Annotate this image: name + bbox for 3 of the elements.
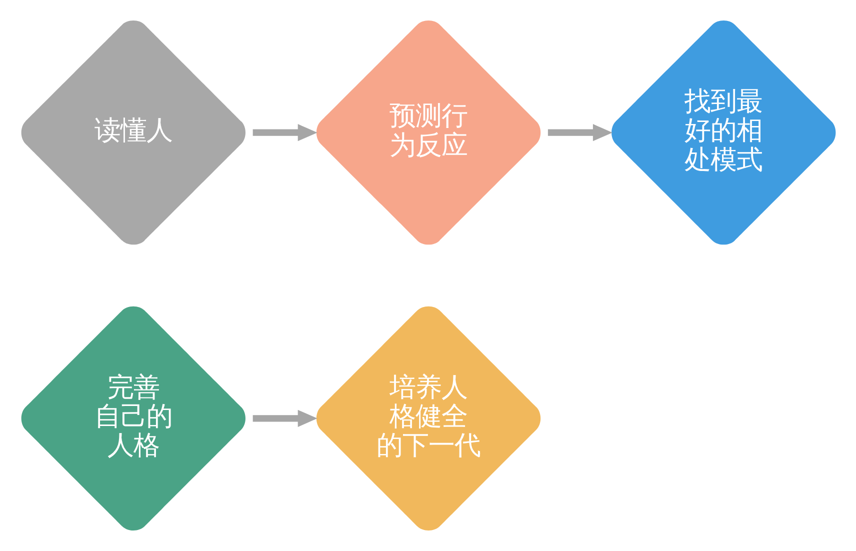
arrow <box>547 124 612 142</box>
arrow <box>252 410 317 427</box>
arrow <box>252 124 317 142</box>
